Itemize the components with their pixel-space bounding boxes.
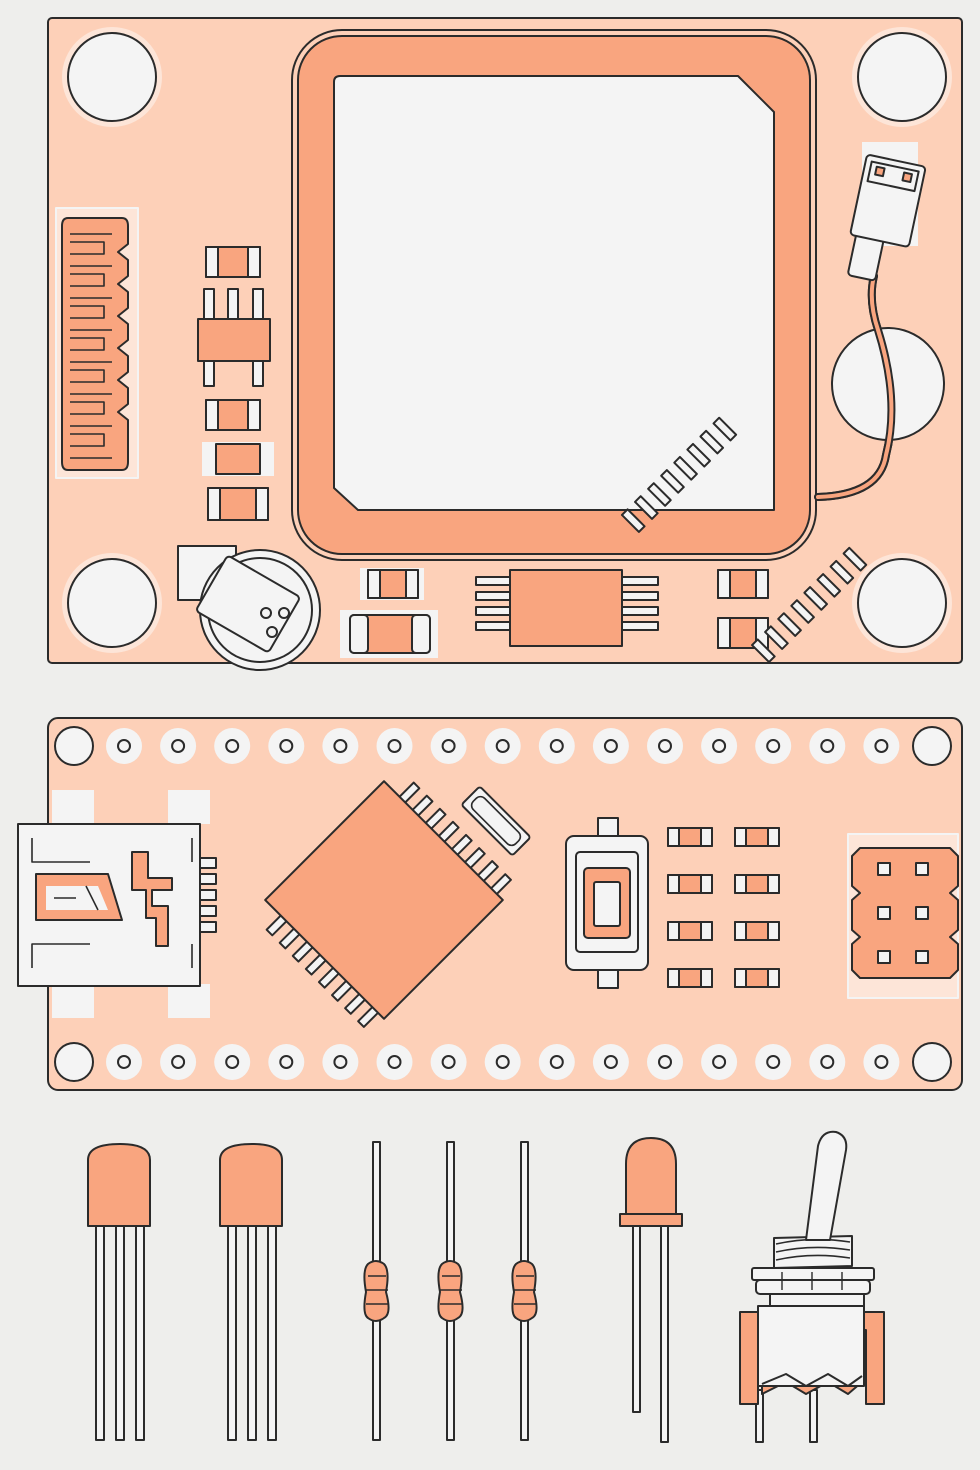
pin-hole-icon <box>214 1044 251 1080</box>
smd-capacitor-icon <box>202 442 274 476</box>
smd-capacitor-icon <box>340 610 438 658</box>
pin-hole-icon <box>106 1044 142 1080</box>
pin-hole-icon <box>538 1044 575 1080</box>
qfp-pin <box>764 625 789 650</box>
pin-hole-icon <box>322 1044 359 1080</box>
crystal-oscillator-icon <box>461 786 531 856</box>
qfp-pin <box>647 482 672 507</box>
qfp-pin <box>829 559 855 585</box>
icsp-header-icon <box>847 833 959 999</box>
pin-hole-icon <box>863 728 900 764</box>
pin-hole-icon <box>912 726 952 766</box>
smd-resistor-icon <box>734 874 780 894</box>
voltage-regulator-icon <box>197 288 271 387</box>
pin-hole-icon <box>647 1044 683 1080</box>
coin-battery-icon <box>177 545 321 671</box>
qfp-pin <box>842 546 868 572</box>
resistor-icon <box>363 1141 390 1441</box>
pin-hole-icon <box>268 1044 305 1080</box>
qfp-pin <box>712 416 738 442</box>
pin-hole-icon <box>160 1044 197 1080</box>
pin-hole-icon <box>647 728 683 764</box>
qfp-microcontroller-icon <box>264 416 868 1028</box>
pin-hole-icon <box>912 1042 952 1082</box>
pin-hole-icon <box>755 728 792 764</box>
pin-hole-icon <box>376 1044 413 1080</box>
pin-holes-top-row <box>54 726 952 766</box>
smd-resistor-icon <box>207 487 269 521</box>
mount-hole-icon <box>852 553 952 653</box>
qfp-pin <box>634 495 659 520</box>
pin-hole-icon <box>214 728 251 764</box>
smd-resistor-icon <box>717 569 769 599</box>
qfp-pin <box>699 429 725 455</box>
arduino-nano-board-icon <box>17 416 963 1091</box>
smd-resistor-icon <box>667 827 713 847</box>
pin-hole-icon <box>809 728 846 764</box>
pin-hole-icon <box>268 728 305 764</box>
led-icon <box>619 1137 683 1443</box>
qfp-pin <box>816 573 842 598</box>
resistor-icon <box>437 1141 464 1441</box>
smd-resistor-icon <box>667 968 713 988</box>
soic-chip-icon <box>475 569 659 647</box>
toggle-switch-icon <box>739 1130 885 1443</box>
pin-hole-icon <box>54 726 94 766</box>
pin-hole-icon <box>592 728 629 764</box>
pin-hole-icon <box>430 728 467 764</box>
ufl-connector-icon <box>814 142 945 501</box>
smd-resistor-icon <box>667 921 713 941</box>
qfp-pin <box>751 638 776 664</box>
smd-resistor-icon <box>360 568 424 600</box>
pin-hole-icon <box>863 1044 900 1080</box>
transistor-icon <box>219 1143 283 1441</box>
pin-hole-icon <box>322 728 359 764</box>
mini-usb-port-icon <box>17 790 217 1018</box>
smd-resistor-grid <box>667 827 780 988</box>
transistor-icon <box>87 1143 151 1441</box>
qfp-pin <box>620 508 646 533</box>
qfp-pin <box>777 612 802 637</box>
pin-hole-icon <box>592 1044 629 1080</box>
smd-resistor-icon <box>667 874 713 894</box>
pin-hole-icon <box>538 728 575 764</box>
qfp-pin <box>673 455 698 481</box>
pin-hole-icon <box>701 1044 738 1080</box>
pin-hole-icon <box>484 728 521 764</box>
smd-resistor-icon <box>734 968 780 988</box>
pin-hole-icon <box>701 728 738 764</box>
mount-hole-icon <box>62 553 162 653</box>
gps-patch-antenna-icon <box>291 29 817 561</box>
pin-hole-icon <box>54 1042 94 1082</box>
qfp-pin <box>686 442 711 468</box>
gps-module-board-icon <box>47 17 963 671</box>
pin-holes-bottom-row <box>54 1042 952 1082</box>
pin-hole-icon <box>160 728 197 764</box>
pin-hole-icon <box>376 728 413 764</box>
smd-resistor-icon <box>734 921 780 941</box>
pin-hole-icon <box>809 1044 846 1080</box>
smd-resistor-icon <box>205 246 261 278</box>
qfp-pin <box>660 469 685 494</box>
pin-header-icon <box>55 207 139 479</box>
smd-resistor-icon <box>734 827 780 847</box>
pin-hole-icon <box>755 1044 792 1080</box>
pin-hole-icon <box>106 728 142 764</box>
mount-hole-icon <box>852 27 952 127</box>
pin-hole-icon <box>430 1044 467 1080</box>
smd-resistor-icon <box>205 399 261 431</box>
tactile-button-icon <box>565 817 649 989</box>
mount-hole-icon <box>62 27 162 127</box>
pin-hole-icon <box>484 1044 521 1080</box>
qfp-pin <box>790 599 815 624</box>
resistor-icon <box>511 1141 538 1441</box>
qfp-pin <box>803 586 829 611</box>
